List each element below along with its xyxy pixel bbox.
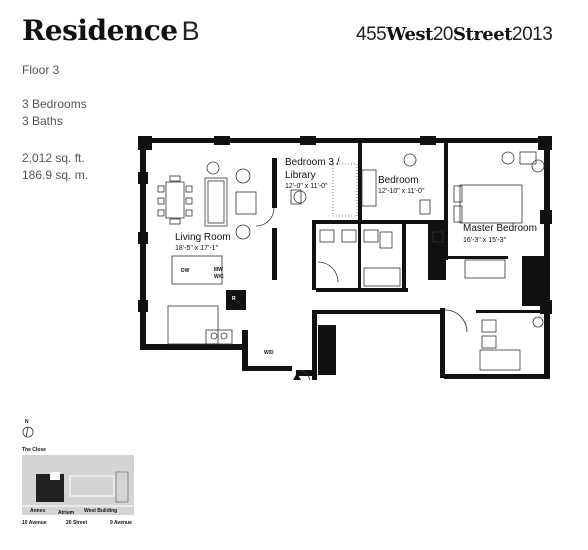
bedroom-label: Bedroom <box>378 175 419 186</box>
address-west: West <box>386 24 433 45</box>
west-building-label: West Building <box>84 508 118 514</box>
microwave-tag: MW <box>214 267 223 273</box>
address-street: Street <box>453 24 513 45</box>
area-sqft: 2,012 sq. ft. <box>22 151 85 165</box>
dishwasher-tag: DW <box>181 268 190 274</box>
bedroom-3-label: Bedroom 3 / <box>285 157 340 168</box>
area-sqm: 186.9 sq. m. <box>22 168 89 182</box>
bedroom-3-dimensions: 12'-0" x 11'-0" <box>285 183 328 190</box>
baths-count: 3 Baths <box>22 114 63 128</box>
entry-arrow <box>293 373 301 380</box>
address-year: 2013 <box>512 24 553 45</box>
bedroom-3-label-2: Library <box>285 170 316 181</box>
bedroom-dimensions: 12'-10" x 11'-0" <box>378 188 425 195</box>
residence-letter: B <box>181 16 200 46</box>
key-plan <box>22 426 134 515</box>
living-room-dimensions: 18'-5" x 17'-1" <box>175 245 219 252</box>
interior-walls <box>226 142 546 375</box>
atrium-label: Atrium <box>58 510 75 516</box>
wine-cooler-tag: W/C <box>214 274 224 280</box>
address-number: 455 <box>356 24 387 45</box>
washer-dryer-tag: W/D <box>264 350 274 356</box>
bedrooms-count: 3 Bedrooms <box>22 97 87 111</box>
address-number-2: 20 <box>432 24 454 45</box>
tenth-avenue-label: 10 Avenue <box>22 520 47 526</box>
key-plan-title: The Close <box>22 447 46 453</box>
compass-label: N <box>25 419 29 425</box>
annex-label: Annex <box>30 508 46 514</box>
ninth-avenue-label: 9 Avenue <box>110 520 132 526</box>
residence-word: Residence <box>22 14 178 47</box>
master-bedroom-label: Master Bedroom <box>463 223 537 234</box>
living-room-label: Living Room <box>175 232 231 243</box>
refrigerator-tag: R <box>232 296 236 302</box>
furniture <box>157 151 545 381</box>
master-bedroom-dimensions: 16'-3" x 15'-3" <box>463 237 507 244</box>
building-address: 455West20Street2013 <box>356 24 553 46</box>
twentieth-street-label: 20 Street <box>66 520 88 526</box>
floor-label: Floor 3 <box>22 63 60 77</box>
